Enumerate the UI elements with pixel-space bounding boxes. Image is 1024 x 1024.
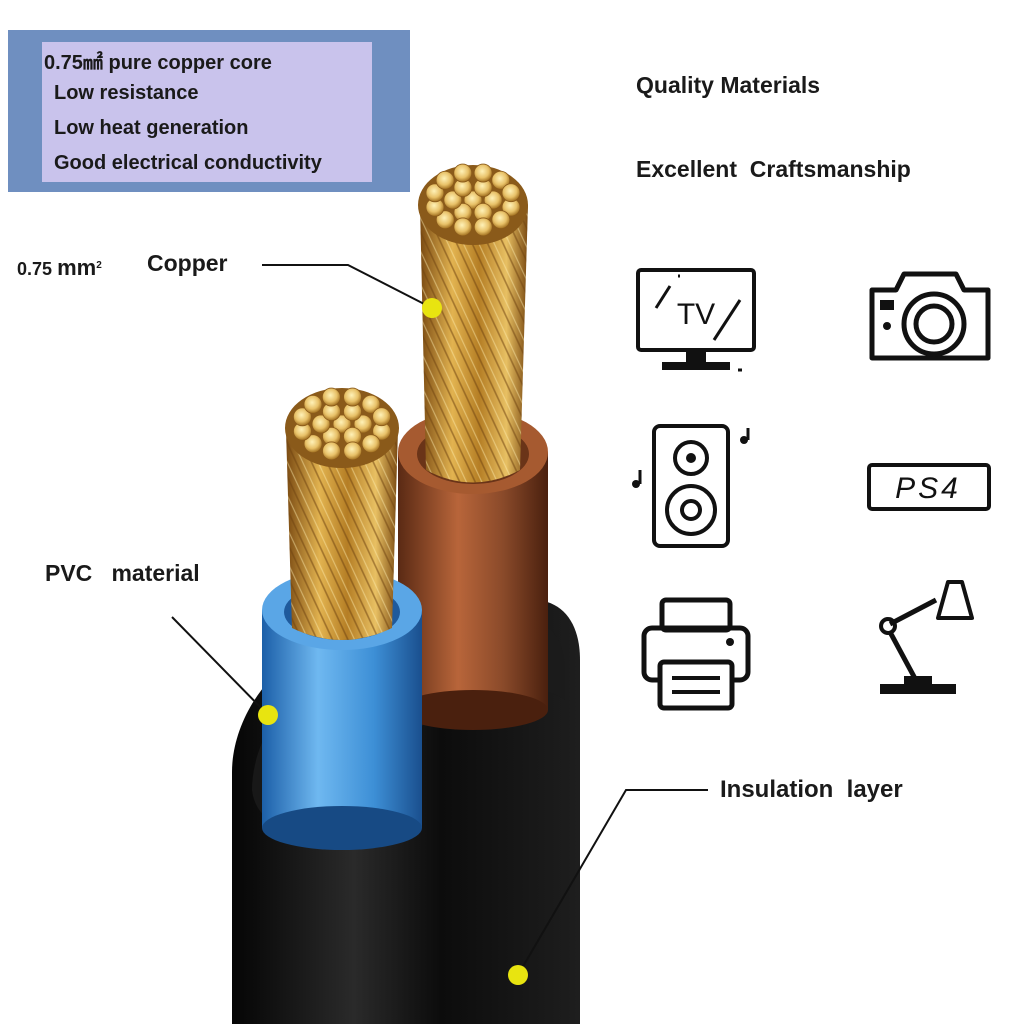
copper-strand-end (473, 163, 493, 183)
copper-strand-end (491, 170, 511, 190)
copper-strand-end (332, 414, 352, 434)
copper-strand-end (343, 387, 362, 407)
ps4-icon-text: PS4 (895, 472, 961, 505)
copper-strand-end (343, 441, 363, 461)
tv-icon-text: TV (677, 298, 715, 331)
copper-strand-end (361, 394, 381, 414)
copper-leader-line (262, 264, 433, 309)
spec-box-inner (42, 42, 372, 182)
copper-size-value: 0.75 (17, 259, 53, 279)
printer-icon (641, 597, 751, 711)
copper-strand-end (321, 387, 341, 407)
tv-icon: TV (636, 268, 756, 372)
copper-strand-end (435, 170, 455, 190)
pvc-leader-line (171, 616, 269, 716)
copper-strand-end (372, 407, 391, 427)
copper-strand-end (463, 190, 483, 210)
copper-label: Copper (147, 250, 228, 276)
craftsmanship-heading: Excellent Craftsmanship (636, 156, 911, 182)
spec-line-conductivity: Good electrical conductivity (54, 152, 322, 174)
speaker-icon (632, 424, 750, 548)
insulation-layer-label: Insulation layer (720, 776, 903, 803)
brown-core-strand-ends (425, 163, 521, 237)
copper-strand-end (443, 190, 463, 210)
insulation-leader-line (517, 789, 708, 976)
leader-lines (171, 264, 708, 976)
copper-strand-end (311, 414, 331, 434)
insulation-leader-dot (508, 965, 528, 985)
blue-core-strand-ends (292, 387, 392, 461)
copper-strand-end (473, 217, 493, 237)
copper-strand-end (425, 183, 445, 203)
copper-strand-end (435, 210, 455, 230)
copper-strand-end (453, 217, 473, 237)
brown-core-copper (418, 165, 528, 483)
desk-lamp-icon (879, 580, 974, 694)
copper-size-superscript: 2 (96, 260, 102, 271)
copper-strand-end (292, 407, 312, 427)
copper-strand-end (361, 434, 381, 454)
copper-strand-end (322, 441, 341, 461)
spec-line-resistance: Low resistance (54, 82, 199, 104)
copper-strand-end (483, 190, 503, 210)
copper-strand-end (453, 163, 473, 183)
copper-strand-end (501, 183, 521, 203)
copper-strand-end (353, 414, 373, 434)
pvc-material-label: PVC material (45, 560, 200, 586)
pvc-leader-dot (258, 705, 278, 725)
spec-line-heat: Low heat generation (54, 117, 249, 139)
camera-icon (869, 271, 991, 361)
copper-strand-end (303, 434, 323, 454)
copper-size-unit: mm (57, 255, 97, 280)
ps4-icon: PS4 (867, 463, 991, 511)
copper-strand-end (303, 394, 323, 414)
quality-materials-heading: Quality Materials (636, 72, 821, 98)
copper-leader-dot (422, 298, 442, 318)
spec-line-core: 0.75㎟ pure copper core (44, 52, 272, 74)
copper-strand-end (491, 210, 511, 230)
copper-size-label: 0.75 mm2 (17, 255, 102, 281)
